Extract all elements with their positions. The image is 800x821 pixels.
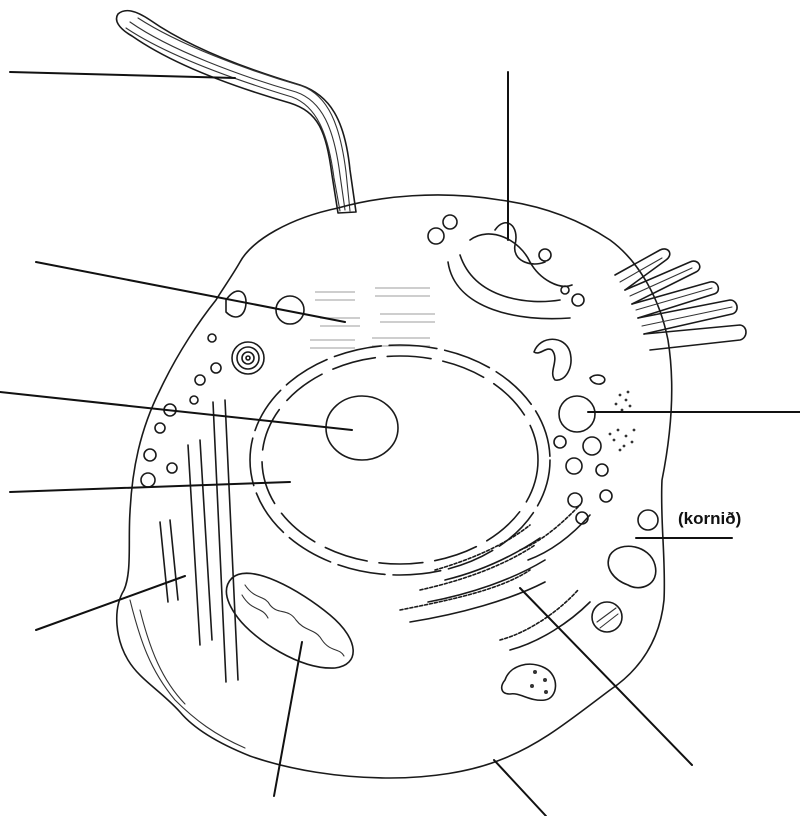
centrioles — [609, 391, 636, 452]
left-vesicles — [141, 291, 304, 487]
vesicle-kornid — [638, 510, 658, 530]
smooth-er — [160, 400, 238, 682]
leader-rough-er-top — [36, 262, 345, 322]
leader-smooth-er — [36, 576, 185, 630]
microvilli — [615, 249, 746, 350]
lysosome — [559, 396, 595, 432]
cell-membrane — [117, 195, 672, 778]
leader-mitochondrion — [274, 642, 302, 796]
mitochondrion — [226, 573, 353, 668]
leader-rough-er-lower — [520, 588, 692, 765]
flagellum — [117, 11, 356, 213]
leader-lines — [0, 72, 800, 816]
leader-nucleus — [10, 482, 290, 492]
leader-membrane — [494, 760, 546, 816]
rough-er-lower — [400, 505, 590, 650]
nucleus — [250, 345, 550, 575]
label-kornid: (kornið) — [678, 509, 741, 529]
leader-nucleolus — [0, 392, 352, 430]
golgi-apparatus — [428, 215, 584, 319]
